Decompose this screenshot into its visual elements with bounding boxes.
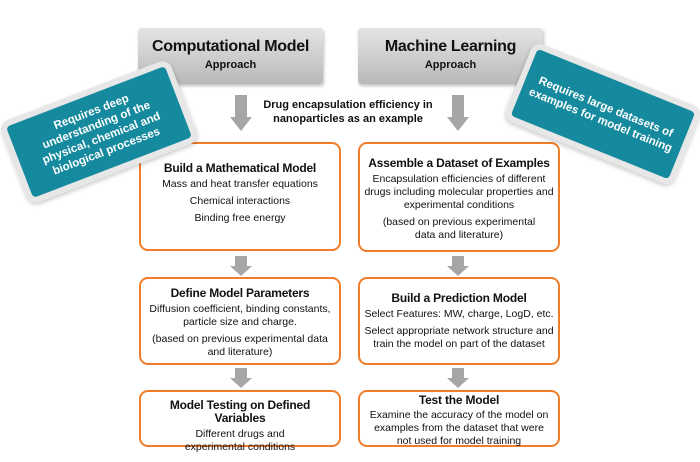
build-mathematical-model-box: Build a Mathematical Model Mass and heat… [139, 142, 341, 251]
down-arrow-icon [230, 256, 252, 276]
step-title: Assemble a Dataset of Examples [368, 156, 550, 170]
header-title: Machine Learning [384, 38, 517, 55]
assemble-dataset-box: Assemble a Dataset of Examples Encapsula… [358, 142, 560, 252]
step-line: Mass and heat transfer equations [162, 178, 318, 190]
step-title: Model Testing on Defined Variables [169, 398, 311, 425]
machine-learning-header: Machine Learning Approach [358, 28, 543, 84]
step-line: (based on previous experimental data and… [382, 216, 536, 241]
header-title: Computational Model [152, 38, 309, 55]
step-line: Diffusion coefficient, binding constants… [149, 303, 331, 328]
down-arrow-icon [230, 368, 252, 388]
step-line: Binding free energy [194, 212, 286, 224]
model-testing-box: Model Testing on Defined Variables Diffe… [139, 390, 341, 453]
header-subtitle: Approach [204, 59, 257, 71]
step-line: (based on previous experimental data and… [152, 333, 328, 358]
step-line: Chemical interactions [189, 195, 291, 207]
define-model-parameters-box: Define Model Parameters Diffusion coeffi… [139, 277, 341, 365]
build-prediction-model-box: Build a Prediction Model Select Features… [358, 277, 560, 365]
step-line: Select appropriate network structure and… [364, 325, 554, 350]
step-title: Build a Prediction Model [391, 291, 527, 305]
down-arrow-icon [230, 95, 252, 131]
step-line: Select Features: MW, charge, LogD, etc. [364, 308, 554, 320]
step-line: Examine the accuracy of the model on exa… [369, 409, 549, 447]
step-title: Test the Model [418, 393, 500, 407]
test-the-model-box: Test the Model Examine the accuracy of t… [358, 390, 560, 447]
step-line: Encapsulation efficiencies of different … [364, 173, 554, 211]
step-title: Build a Mathematical Model [163, 161, 317, 175]
step-title: Define Model Parameters [170, 286, 310, 300]
header-subtitle: Approach [424, 59, 477, 71]
down-arrow-icon [447, 256, 469, 276]
down-arrow-icon [447, 368, 469, 388]
step-line: Different drugs and experimental conditi… [184, 428, 296, 453]
down-arrow-icon [447, 95, 469, 131]
center-caption: Drug encapsulation efficiency in nanopar… [263, 99, 433, 125]
